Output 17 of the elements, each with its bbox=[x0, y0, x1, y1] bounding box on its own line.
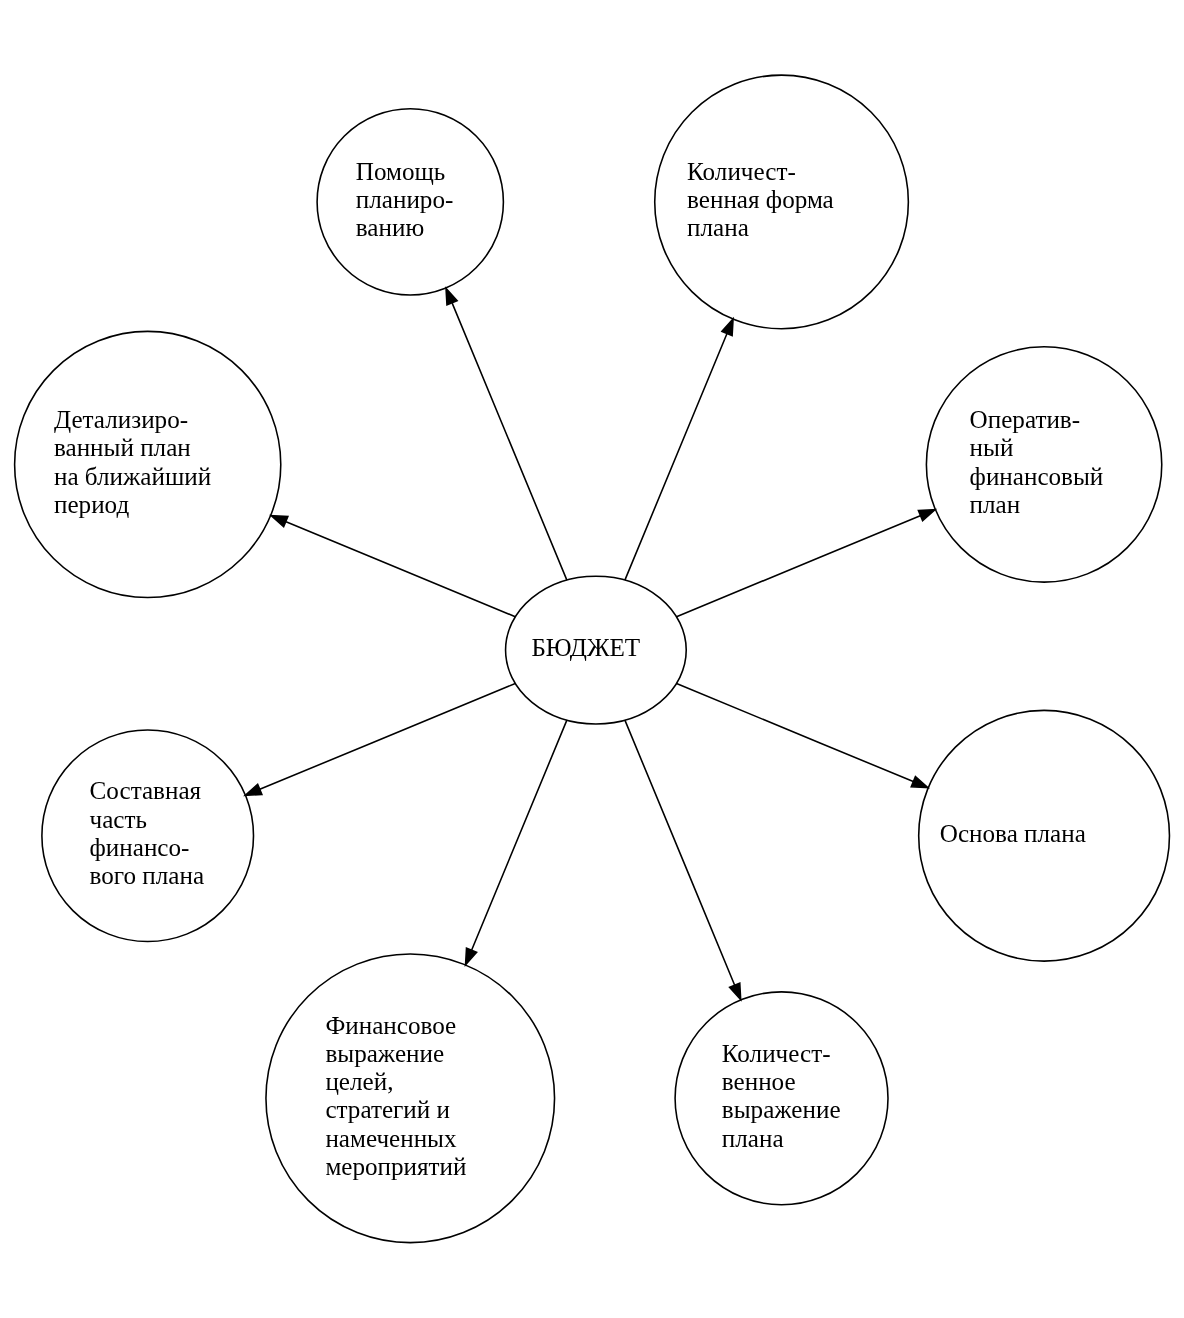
node-circle: Количест- венное выражение плана bbox=[674, 991, 889, 1206]
arrow bbox=[269, 514, 517, 618]
node-ellipse: БЮДЖЕТ bbox=[504, 575, 687, 725]
arrow bbox=[624, 316, 734, 581]
node-circle: Детализиро- ванный план на ближайший период bbox=[13, 330, 282, 599]
arrow bbox=[624, 719, 742, 1002]
arrow bbox=[243, 682, 517, 797]
arrow bbox=[464, 719, 568, 967]
node-circle: Основа плана bbox=[917, 709, 1171, 962]
arrow bbox=[445, 286, 568, 581]
arrow bbox=[675, 508, 938, 618]
node-circle: Оператив- ный финансовый план bbox=[925, 346, 1163, 583]
arrow bbox=[675, 682, 931, 789]
node-circle: Количест- венная форма плана bbox=[653, 74, 910, 330]
node-circle: Помощь планиро- ванию bbox=[316, 108, 505, 296]
node-circle: Финансовое выражение целей, стратегий и намеченных мероприятий bbox=[265, 953, 556, 1244]
node-circle: Составная часть финансо- вого плана bbox=[41, 729, 255, 943]
